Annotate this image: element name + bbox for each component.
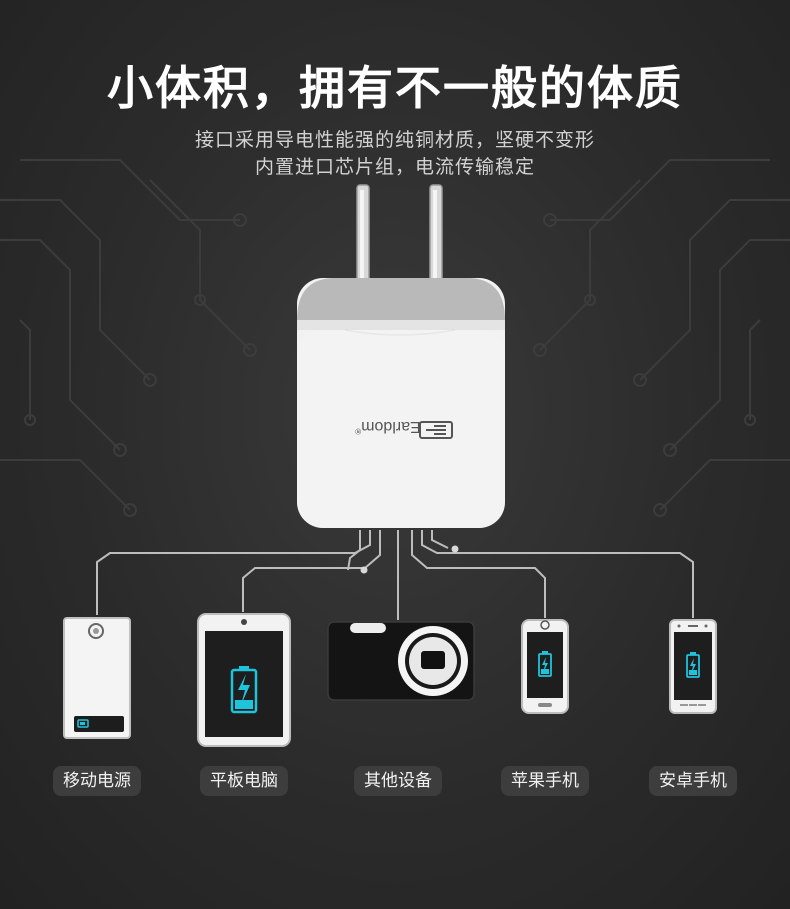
device-label-tablet: 平板电脑 <box>200 766 288 796</box>
tablet-icon <box>197 613 291 747</box>
device-label-other: 其他设备 <box>354 766 442 796</box>
device-label-android: 安卓手机 <box>649 766 737 796</box>
power-bank-icon <box>63 617 131 739</box>
device-label-power-bank: 移动电源 <box>53 766 141 796</box>
subtitle-line-2: 内置进口芯片组，电流传输稳定 <box>254 156 535 178</box>
headline: 小体积，拥有不一般的体质 <box>107 61 683 115</box>
wall-charger <box>297 184 505 528</box>
device-label-iphone: 苹果手机 <box>501 766 589 796</box>
android-phone-icon <box>669 619 717 714</box>
charger-brand-text: Earldom® <box>355 418 421 436</box>
subtitle-line-1: 接口采用导电性能强的纯铜材质，坚硬不变形 <box>194 129 595 151</box>
iphone-icon <box>521 619 569 714</box>
camera-icon <box>327 621 475 701</box>
